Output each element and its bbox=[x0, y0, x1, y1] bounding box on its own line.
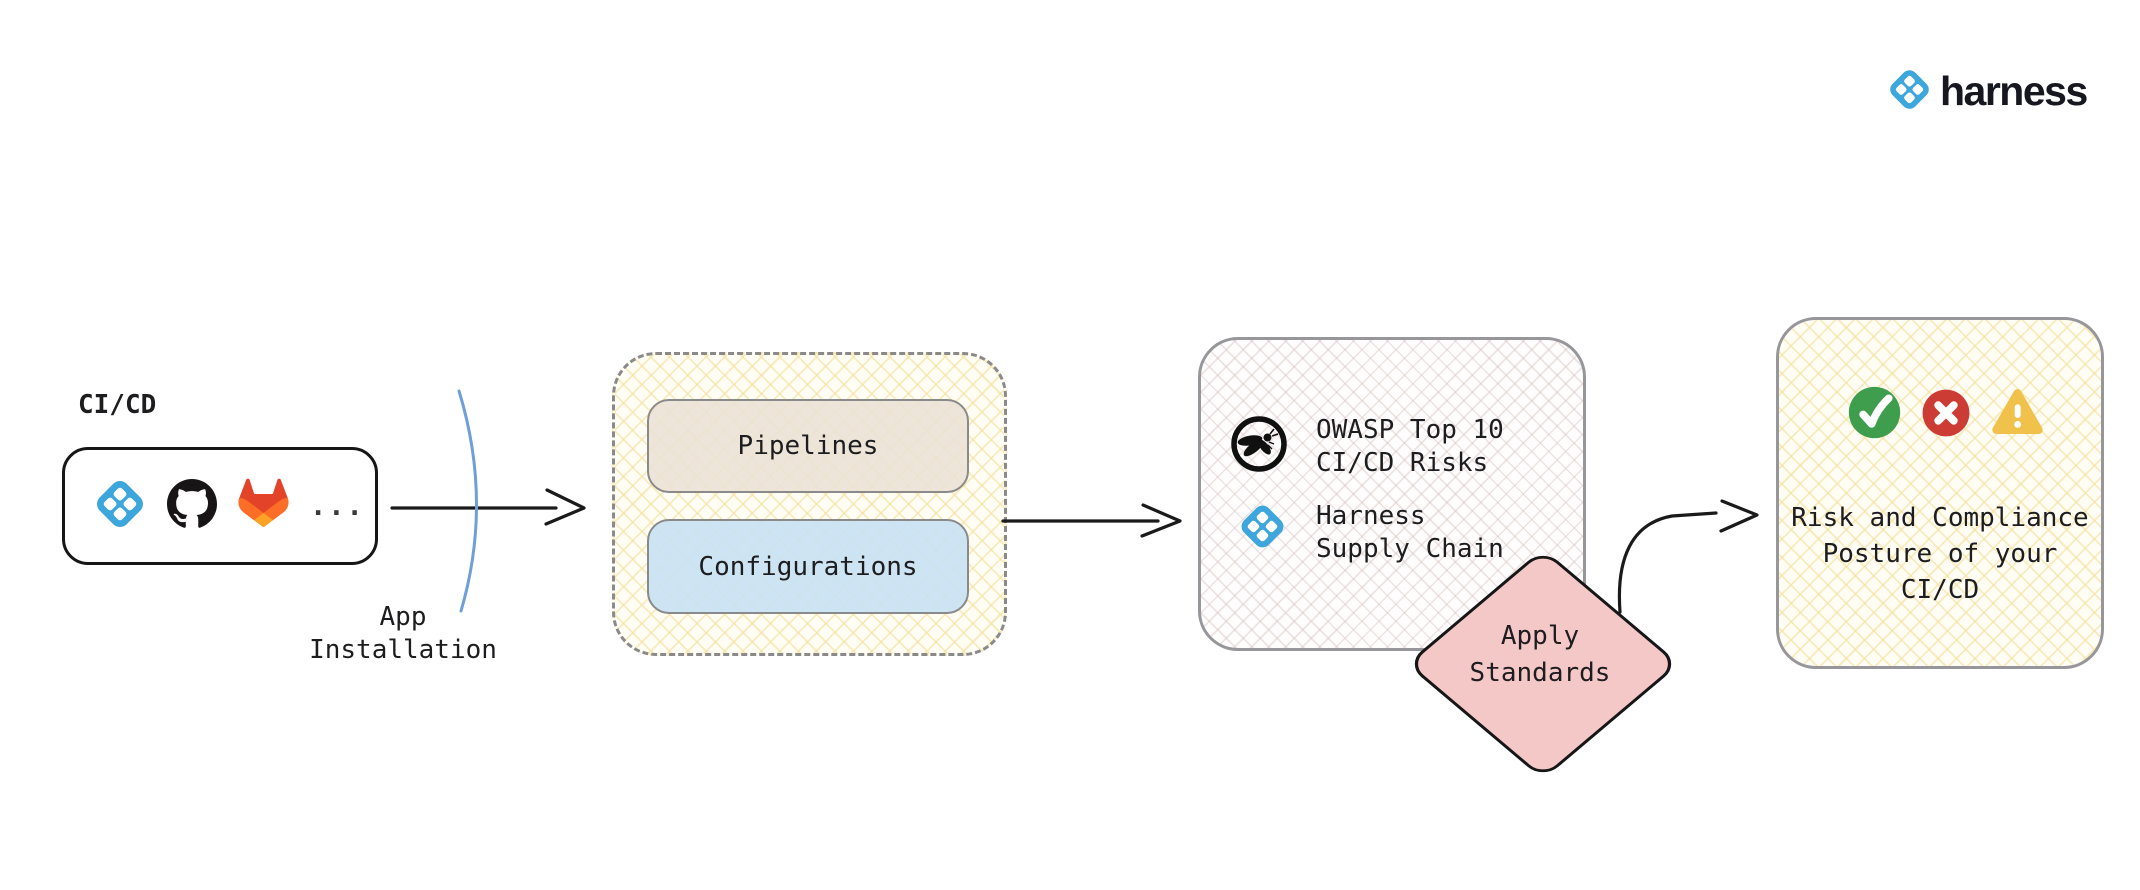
risk-compliance-label: Risk and Compliance Posture of your CI/C… bbox=[1791, 503, 2089, 605]
pipelines-node: Pipelines bbox=[647, 399, 969, 493]
arrow-cicd-to-ingest bbox=[390, 488, 586, 526]
check-icon bbox=[1846, 384, 1903, 445]
cicd-group-title: CI/CD bbox=[78, 390, 157, 420]
harness-supply-chain-label: Harness Supply Chain bbox=[1316, 501, 1504, 564]
harness-logo-icon bbox=[1886, 66, 1933, 117]
arrow-apply-to-result bbox=[1617, 499, 1759, 614]
pipelines-label: Pipelines bbox=[737, 431, 879, 461]
arrow-ingest-to-standards bbox=[1001, 503, 1182, 538]
cicd-source-node: ... bbox=[62, 447, 378, 565]
harness-logo: harness bbox=[1886, 66, 2088, 117]
result-node bbox=[1776, 317, 2104, 669]
owasp-icon bbox=[1229, 414, 1289, 478]
configurations-label: Configurations bbox=[698, 551, 918, 582]
app-installation-curve bbox=[457, 389, 478, 613]
app-installation-label: App Installation bbox=[309, 602, 497, 665]
harness-icon bbox=[1237, 501, 1288, 556]
cross-icon bbox=[1920, 387, 1972, 443]
gitlab-icon bbox=[236, 478, 291, 534]
configurations-node: Configurations bbox=[647, 519, 969, 614]
owasp-top10-label: OWASP Top 10 CI/CD Risks bbox=[1316, 415, 1504, 478]
harness-icon bbox=[92, 476, 148, 536]
apply-standards-label: Apply Standards bbox=[1469, 621, 1611, 688]
more-providers-ellipsis: ... bbox=[310, 490, 365, 522]
harness-logo-wordmark: harness bbox=[1940, 68, 2088, 114]
warning-icon bbox=[1990, 385, 2045, 444]
github-icon bbox=[167, 479, 217, 533]
